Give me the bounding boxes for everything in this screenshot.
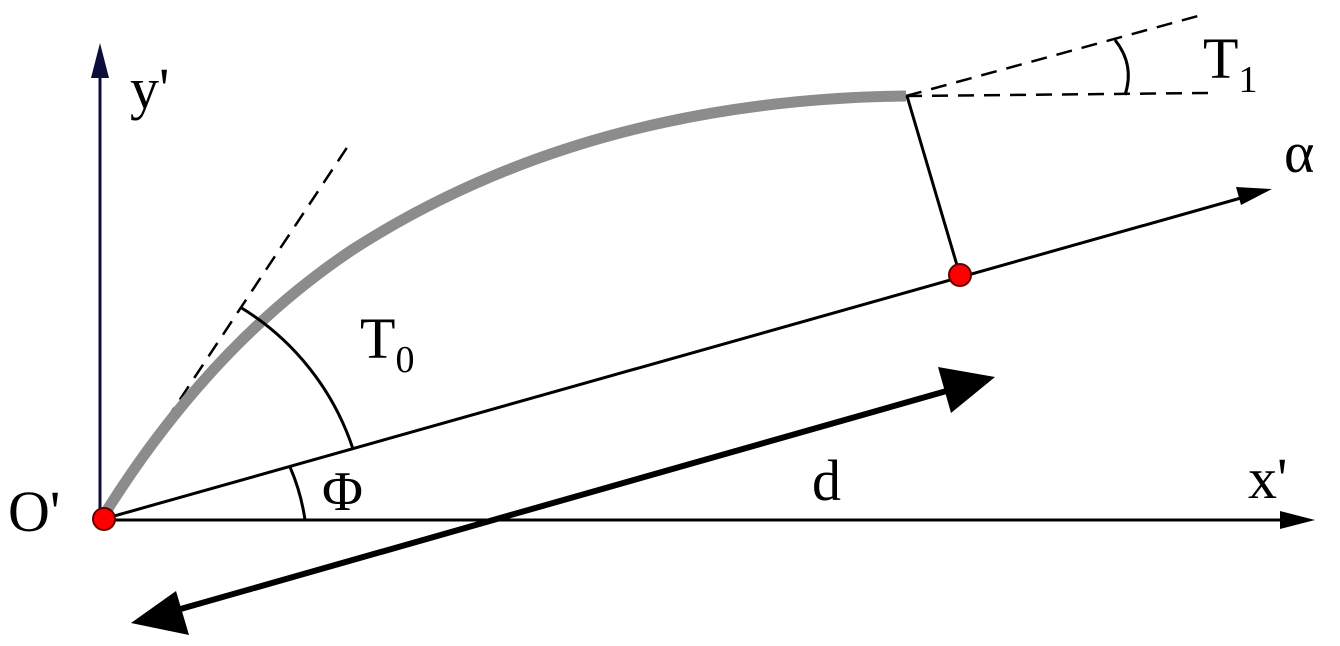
projection-point (948, 263, 972, 287)
initial-tangent-dashed (106, 139, 354, 509)
x-axis-label: x' (1248, 446, 1287, 511)
y-axis-label: y' (130, 56, 169, 121)
trajectory-curve (99, 90, 907, 518)
d-arrowhead-left (131, 591, 189, 635)
origin-point (92, 507, 116, 531)
alpha-label: α (1284, 120, 1314, 185)
t1-angle-arc (1113, 39, 1130, 96)
t1-label: T1 (1203, 26, 1257, 101)
x-axis-arrowhead (1280, 511, 1315, 529)
projection-line (905, 95, 961, 273)
t0-angle-arc (239, 305, 355, 450)
d-arrowhead-right (938, 367, 995, 413)
y-axis-arrowhead (91, 43, 109, 78)
final-tangent-dashed (905, 14, 1199, 98)
alpha-axis-arrowhead (1236, 187, 1272, 205)
origin-label: O' (8, 479, 60, 544)
d-label: d (812, 448, 841, 513)
phi-angle-arc (288, 466, 307, 521)
t0-label: T0 (360, 306, 414, 381)
alpha-axis (99, 194, 1249, 522)
d-double-arrow (169, 387, 951, 615)
phi-label: Φ (322, 461, 363, 523)
horizontal-reference-dashed (905, 91, 1211, 98)
